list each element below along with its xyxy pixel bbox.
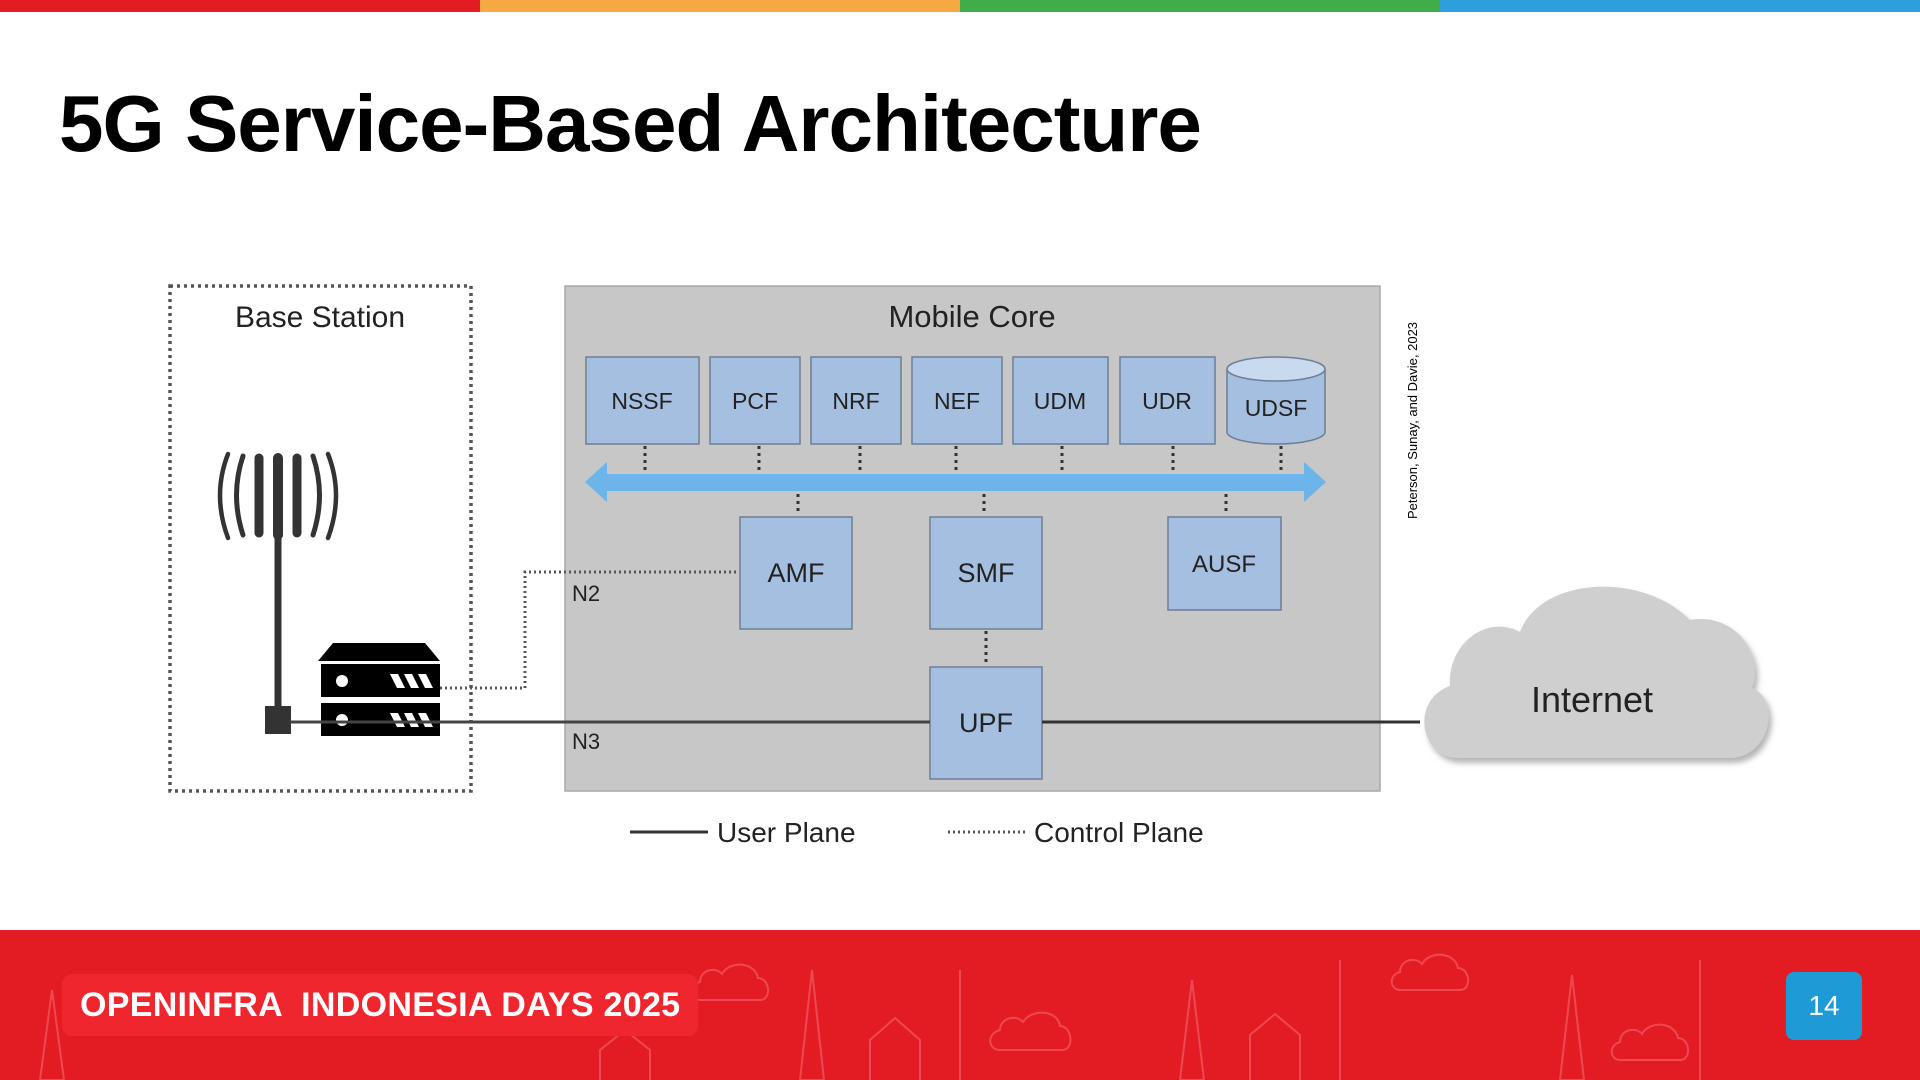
amf-box [739,516,853,630]
upf-box [929,666,1043,780]
citation-text: Peterson, Sunay, and Davie, 2023 [1405,321,1421,519]
service-box-udm [1012,356,1109,445]
n3-label: N3 [572,729,600,754]
page-number: 14 [1808,990,1840,1021]
ausf-label: AUSF [1192,551,1256,578]
antenna-base-block [265,706,291,734]
server-icon [318,643,440,736]
service-box-udr [1119,356,1216,445]
page-number-badge: 14 [1786,972,1862,1040]
footer-banner: OPENINFRA INDONESIA DAYS 2025 14 [0,930,1920,1080]
service-bus-connectors [643,446,1283,515]
antenna-icon [217,451,339,712]
service-label-nef: NEF [934,388,980,414]
service-label-udm: UDM [1034,388,1086,414]
footer-pattern [38,953,1701,1080]
service-label-pcf: PCF [732,388,778,414]
service-boxes: NSSF PCF NRF NEF UDM UDR [585,356,1216,445]
stripe-red [0,0,480,12]
service-box-pcf [709,356,801,445]
service-label-udsf: UDSF [1245,395,1308,421]
amf-label: AMF [768,558,825,588]
event-badge: OPENINFRA INDONESIA DAYS 2025 [62,974,699,1036]
ausf-box [1167,516,1282,611]
citation: Peterson, Sunay, and Davie, 2023 [1398,300,1428,540]
legend-user-plane-label: User Plane [717,817,856,848]
smf-label: SMF [958,558,1015,588]
service-label-nrf: NRF [832,388,879,414]
architecture-diagram: Base Station Mobile Core NSSF PCF NRF [168,284,1769,848]
event-name: OPENINFRA INDONESIA DAYS 2025 [80,985,681,1024]
legend-control-plane-label: Control Plane [1034,817,1204,848]
service-box-nef [911,356,1003,445]
stripe-green [960,0,1440,12]
color-stripe [0,0,1920,12]
stripe-orange [480,0,960,12]
udsf-datastore-icon [1226,356,1326,445]
mobile-core-label: Mobile Core [888,299,1055,334]
internet-label: Internet [1531,679,1653,720]
base-station-label: Base Station [235,301,405,334]
internet-cloud-icon [1424,586,1769,758]
stripe-blue [1440,0,1920,12]
upf-label: UPF [959,708,1013,738]
service-box-nssf [585,356,700,445]
service-bus-arrow [585,462,1326,502]
service-label-udr: UDR [1142,388,1192,414]
smf-box [929,516,1043,630]
service-box-nrf [810,356,902,445]
base-station-frame [168,284,473,793]
service-label-nssf: NSSF [611,388,672,414]
n2-label: N2 [572,581,600,606]
slide-title: 5G Service-Based Architecture [59,79,1202,168]
